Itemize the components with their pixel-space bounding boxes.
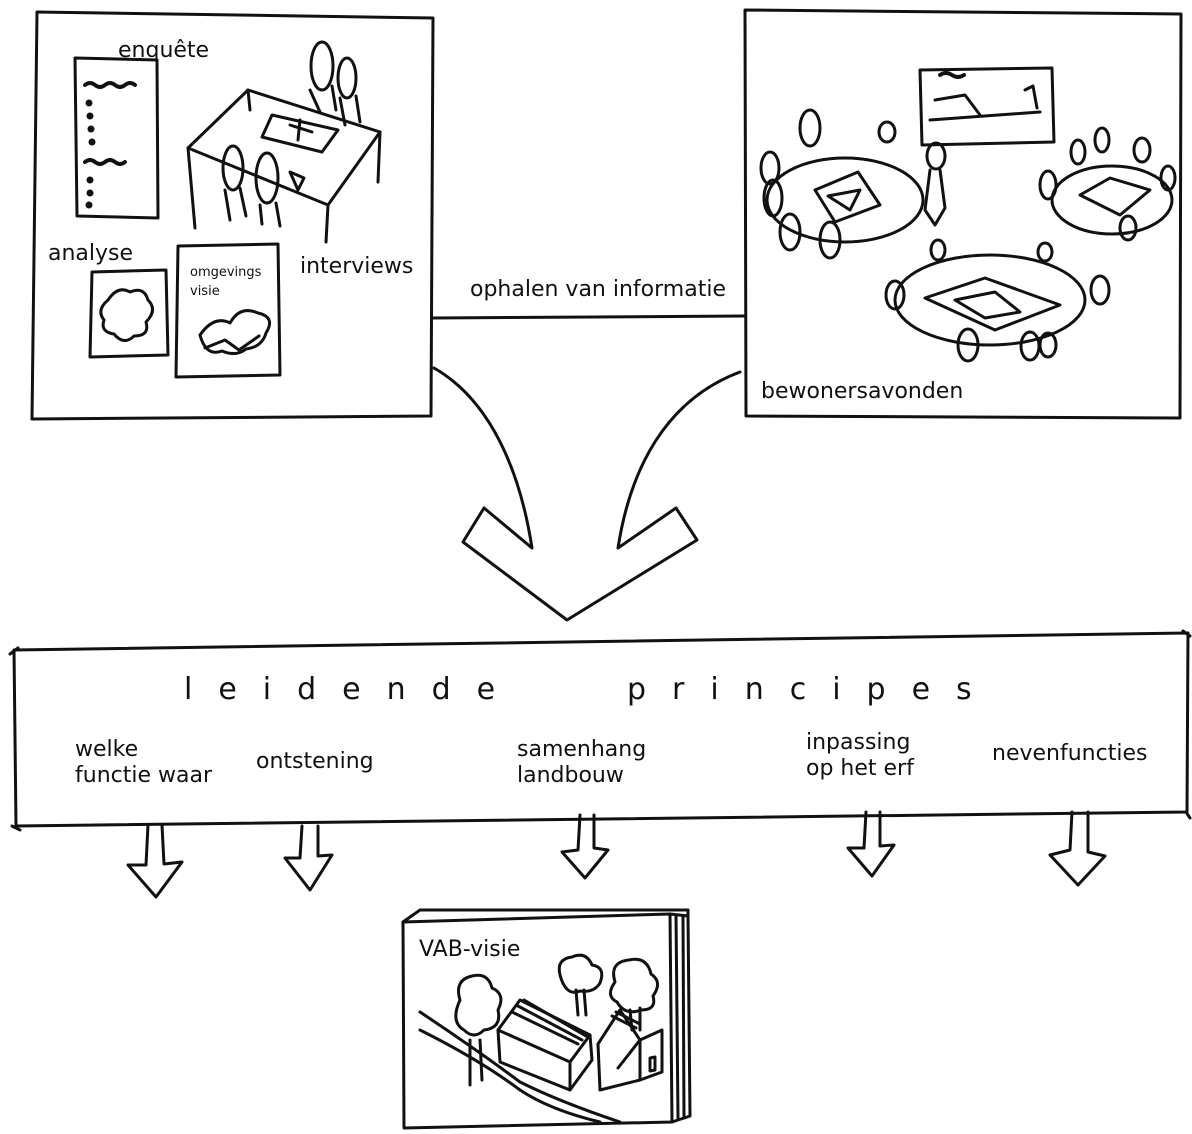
principles-title-word1: leidende (184, 672, 522, 707)
vab-visie-frame (401, 908, 692, 1130)
right-panel-frame (743, 8, 1183, 420)
vab-visie-scene (418, 953, 664, 1124)
principle-item-line1: inpassing (806, 730, 911, 755)
enquete-board (73, 56, 160, 220)
analyse-board (88, 268, 170, 359)
omgevingsvisie-label-line1: omgevings (190, 265, 262, 280)
principle-item: samenhang landbouw (517, 737, 646, 789)
principle-arrows (126, 810, 1107, 899)
principle-item-line2: landbouw (517, 763, 624, 788)
interviews-label: interviews (300, 254, 414, 279)
omgevingsvisie-label-line2: visie (190, 284, 220, 299)
bewonersavond-scene (759, 66, 1177, 363)
analyse-label: analyse (48, 241, 134, 266)
principle-item: nevenfuncties (992, 741, 1147, 767)
principles-title-word2: principes (627, 672, 998, 707)
omgevingsvisie-board (174, 242, 282, 379)
principle-item-line1: samenhang (517, 737, 647, 762)
interview-table (186, 40, 382, 244)
merge-arrow (432, 366, 742, 622)
principle-item-line2: op het erf (806, 756, 914, 781)
principle-item: ontstening (256, 749, 374, 775)
principle-item-line1: nevenfuncties (992, 741, 1148, 766)
bewonersavonden-label: bewonersavonden (761, 379, 964, 404)
connector-label: ophalen van informatie (470, 277, 726, 302)
principle-item-line2: functie waar (75, 763, 212, 788)
vab-visie-label: VAB-visie (419, 937, 521, 962)
principle-item-line1: welke (75, 737, 139, 762)
left-panel-frame (30, 10, 435, 421)
principle-item-line1: ontstening (256, 749, 374, 774)
principle-item: inpassing op het erf (806, 730, 914, 782)
principle-item: welke functie waar (75, 737, 212, 789)
enquete-label: enquête (118, 38, 210, 63)
connector-line (431, 314, 747, 320)
principles-banner (12, 631, 1190, 828)
